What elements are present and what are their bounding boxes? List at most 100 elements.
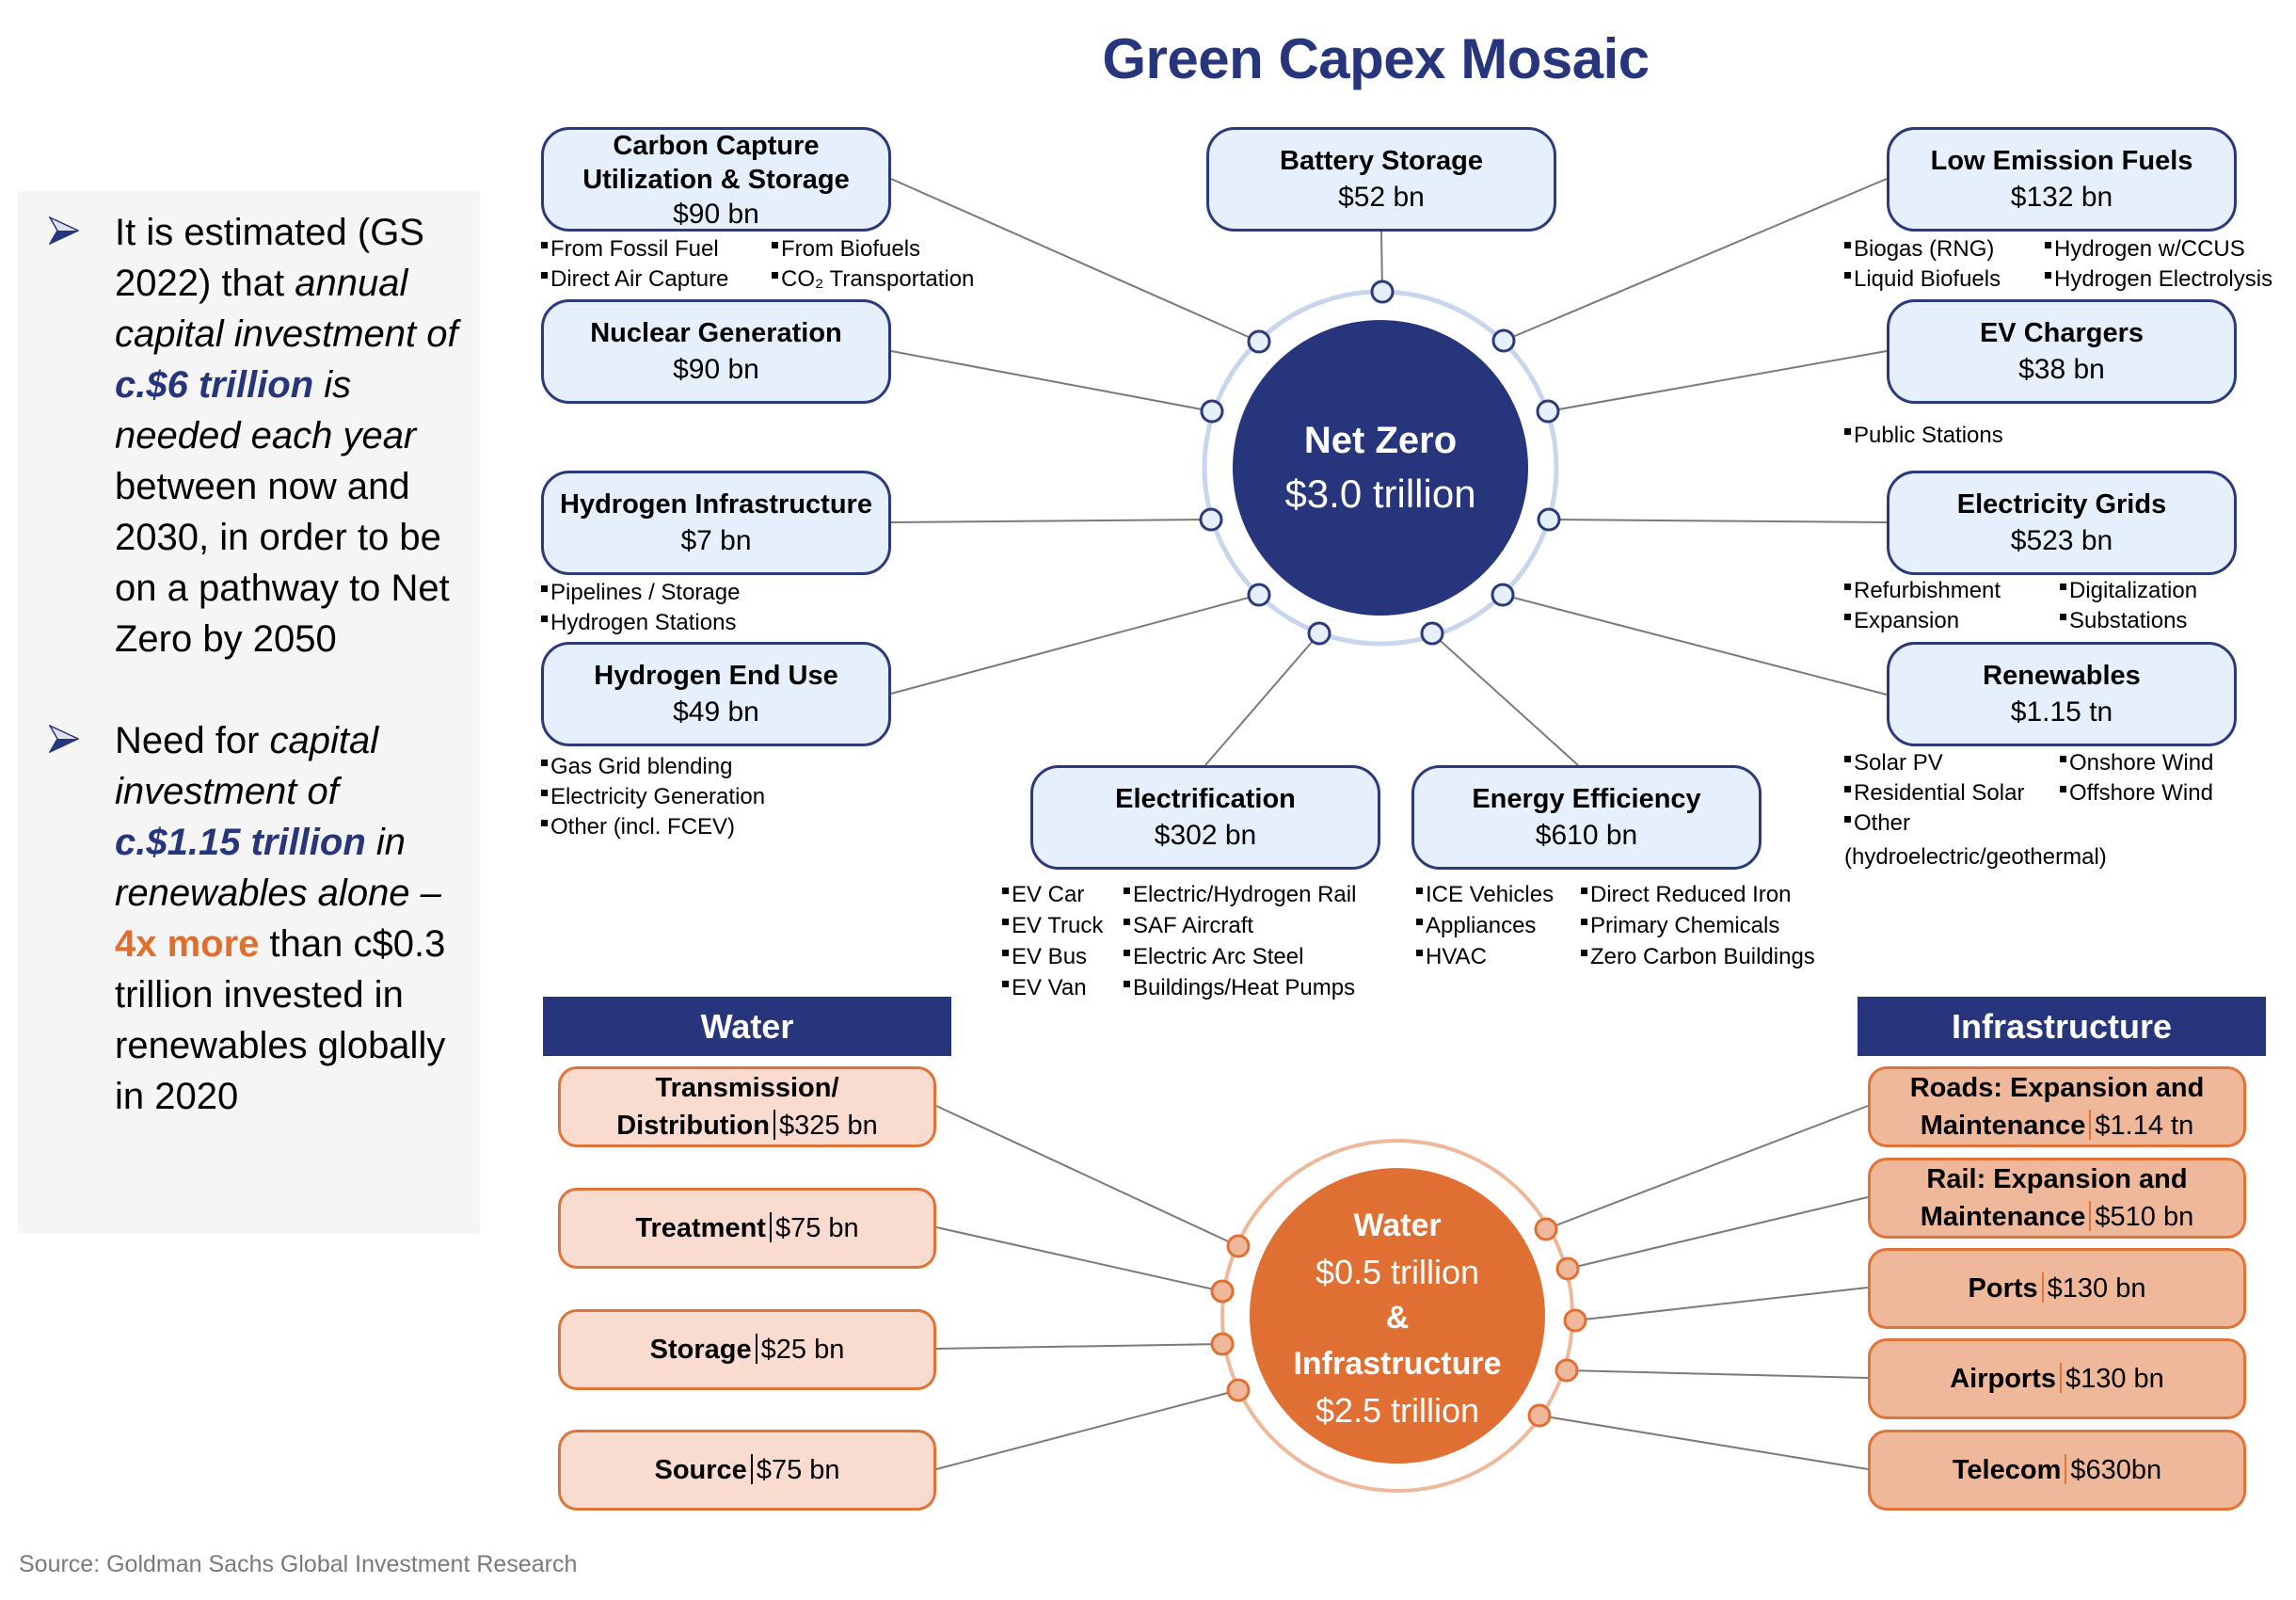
connector-hydrogen-end-use: [890, 594, 1260, 695]
category-value: $38 bn: [2018, 353, 2105, 385]
category-card-energy-efficiency[interactable]: Energy Efficiency $610 bn: [1411, 765, 1762, 870]
net-zero-nodes: [1199, 280, 1561, 646]
bullet-list-low-emission-fuels-col2: Hydrogen w/CCUS Hydrogen Electrolysis: [2045, 234, 2272, 295]
item-value: $630bn: [2070, 1455, 2162, 1485]
category-card-electricity-grids[interactable]: Electricity Grids $523 bn: [1887, 471, 2237, 575]
infra-hub-value: $2.5 trillion: [1315, 1391, 1480, 1430]
category-title: Carbon Capture: [613, 131, 820, 161]
bullet-list-ev-chargers: Public Stations: [1844, 421, 2003, 451]
summary-highlight-total: c.$6 trillion: [115, 364, 314, 406]
bullet-list-electricity-grids-col2: Digitalization Substations: [2060, 576, 2197, 636]
connector-nuclear: [890, 350, 1213, 412]
bullet-item: Primary Chemicals: [1581, 910, 1815, 941]
bullet-item: Direct Air Capture: [541, 264, 728, 295]
bullet-item: Gas Grid blending: [541, 752, 765, 782]
bullet-item: From Biofuels: [772, 234, 974, 264]
separator: [750, 1454, 753, 1485]
category-card-nuclear[interactable]: Nuclear Generation $90 bn: [541, 299, 891, 404]
summary-text-italic: is needed each year: [115, 364, 417, 456]
bullet-item: Hydrogen w/CCUS: [2045, 234, 2272, 264]
net-zero-hub: [1233, 320, 1528, 616]
category-card-hydrogen-infrastructure[interactable]: Hydrogen Infrastructure $7 bn: [541, 471, 891, 575]
connector-electricity-grids: [1548, 519, 1888, 523]
connector-ccus: [890, 178, 1260, 343]
arrowhead-icon: [49, 216, 79, 245]
bullet-list-hydrogen-infrastructure: Pipelines / Storage Hydrogen Stations: [541, 578, 740, 638]
bullet-list-electrification-col2: Electric/Hydrogen Rail SAF Aircraft Elec…: [1124, 879, 1356, 1003]
infrastructure-banner: Infrastructure: [1858, 997, 2266, 1056]
bullet-list-low-emission-fuels-col1: Biogas (RNG) Liquid Biofuels: [1844, 234, 2001, 295]
category-card-low-emission-fuels[interactable]: Low Emission Fuels $132 bn: [1887, 127, 2237, 232]
node-infra-airports: [1555, 1358, 1579, 1383]
item-name: Maintenance: [1920, 1202, 2086, 1232]
category-title: Nuclear Generation: [590, 317, 842, 348]
node-water-transmission: [1226, 1234, 1251, 1258]
item-value: $75 bn: [756, 1455, 840, 1485]
bullet-item: EV Bus: [1002, 941, 1103, 972]
item-name: Roads: Expansion and: [1909, 1073, 2205, 1103]
node-hydrogen-end-use: [1247, 583, 1271, 607]
category-value: $523 bn: [2010, 524, 2113, 556]
category-value: $90 bn: [673, 199, 759, 230]
bullet-item-continued: (hydroelectric/geothermal): [1844, 844, 2107, 870]
category-title: Low Emission Fuels: [1930, 145, 2193, 176]
item-name: Treatment: [635, 1213, 766, 1243]
node-energy-efficiency: [1420, 621, 1444, 646]
category-card-hydrogen-end-use[interactable]: Hydrogen End Use $49 bn: [541, 642, 891, 746]
water-item-storage[interactable]: Storage$25 bn: [558, 1309, 936, 1390]
bullet-item: EV Car: [1002, 879, 1103, 910]
category-title: Energy Efficiency: [1472, 783, 1701, 814]
bullet-list-renewables-col1: Solar PV Residential Solar Other (hydroe…: [1844, 748, 2107, 872]
category-card-electrification[interactable]: Electrification $302 bn: [1030, 765, 1380, 870]
separator: [755, 1334, 757, 1365]
category-card-renewables[interactable]: Renewables $1.15 tn: [1887, 642, 2237, 746]
category-title: Electricity Grids: [1956, 488, 2167, 520]
bullet-item: Appliances: [1416, 910, 1554, 941]
infra-item-airports[interactable]: Airports$130 bn: [1868, 1338, 2246, 1419]
bullet-item: Electricity Generation: [541, 782, 765, 812]
item-name: Distribution: [616, 1111, 770, 1141]
connector-infra-roads: [1545, 1105, 1869, 1230]
bullet-item: Digitalization: [2060, 576, 2197, 606]
bullet-item: Liquid Biofuels: [1844, 264, 2001, 295]
water-hub-title: Water: [1353, 1208, 1442, 1243]
water-item-source[interactable]: Source$75 bn: [558, 1430, 936, 1511]
node-nuclear: [1200, 399, 1224, 424]
bullet-item: Onshore Wind: [2060, 748, 2213, 778]
net-zero-hub-label: Net Zero $3.0 trillion: [1239, 414, 1522, 521]
net-zero-value: $3.0 trillion: [1284, 472, 1476, 516]
summary-text-italic: annual capital investment of: [115, 263, 458, 355]
infra-item-ports[interactable]: Ports$130 bn: [1868, 1248, 2246, 1329]
bullet-item: CO₂ Transportation: [772, 264, 974, 295]
water-item-treatment[interactable]: Treatment$75 bn: [558, 1188, 936, 1269]
bullet-item: Refurbishment: [1844, 576, 2001, 606]
infra-item-roads[interactable]: Roads: Expansion and Maintenance $1.14 tn: [1868, 1066, 2246, 1147]
bullet-item: Other (incl. FCEV): [541, 812, 765, 842]
node-infra-roads: [1534, 1217, 1558, 1241]
infra-item-rail[interactable]: Rail: Expansion and Maintenance$510 bn: [1868, 1158, 2246, 1239]
category-value: $1.15 tn: [2010, 696, 2113, 728]
category-card-battery-storage[interactable]: Battery Storage $52 bn: [1206, 127, 1556, 232]
connector-water-treatment: [935, 1226, 1223, 1292]
category-value: $49 bn: [673, 696, 759, 728]
item-name: Maintenance: [1920, 1111, 2086, 1141]
infra-hub-title: Infrastructure: [1293, 1346, 1502, 1382]
item-name: Airports: [1950, 1364, 2056, 1394]
summary-bullet-2: Need for capital investment of c.$1.15 t…: [49, 715, 463, 1122]
bullet-list-ccus-col2: From Biofuels CO₂ Transportation: [772, 234, 974, 295]
source-note: Source: Goldman Sachs Global Investment …: [19, 1551, 578, 1577]
category-title: Utilization & Storage: [582, 165, 850, 195]
item-value: $1.14 tn: [2095, 1111, 2194, 1141]
water-item-transmission[interactable]: Transmission/ Distribution$325 bn: [558, 1066, 936, 1147]
summary-text: Need for: [115, 720, 270, 761]
infra-item-telecom[interactable]: Telecom$630bn: [1868, 1430, 2246, 1511]
category-card-ev-chargers[interactable]: EV Chargers $38 bn: [1887, 299, 2237, 404]
separator: [2065, 1454, 2067, 1485]
connector-infra-ports: [1574, 1287, 1869, 1321]
item-value: $325 bn: [778, 1111, 878, 1141]
category-card-ccus[interactable]: Carbon Capture Utilization & Storage $90…: [541, 127, 891, 232]
water-infra-hub: [1250, 1168, 1545, 1464]
node-ev-chargers: [1536, 399, 1560, 424]
summary-text-italic: in renewables alone –: [115, 822, 441, 914]
